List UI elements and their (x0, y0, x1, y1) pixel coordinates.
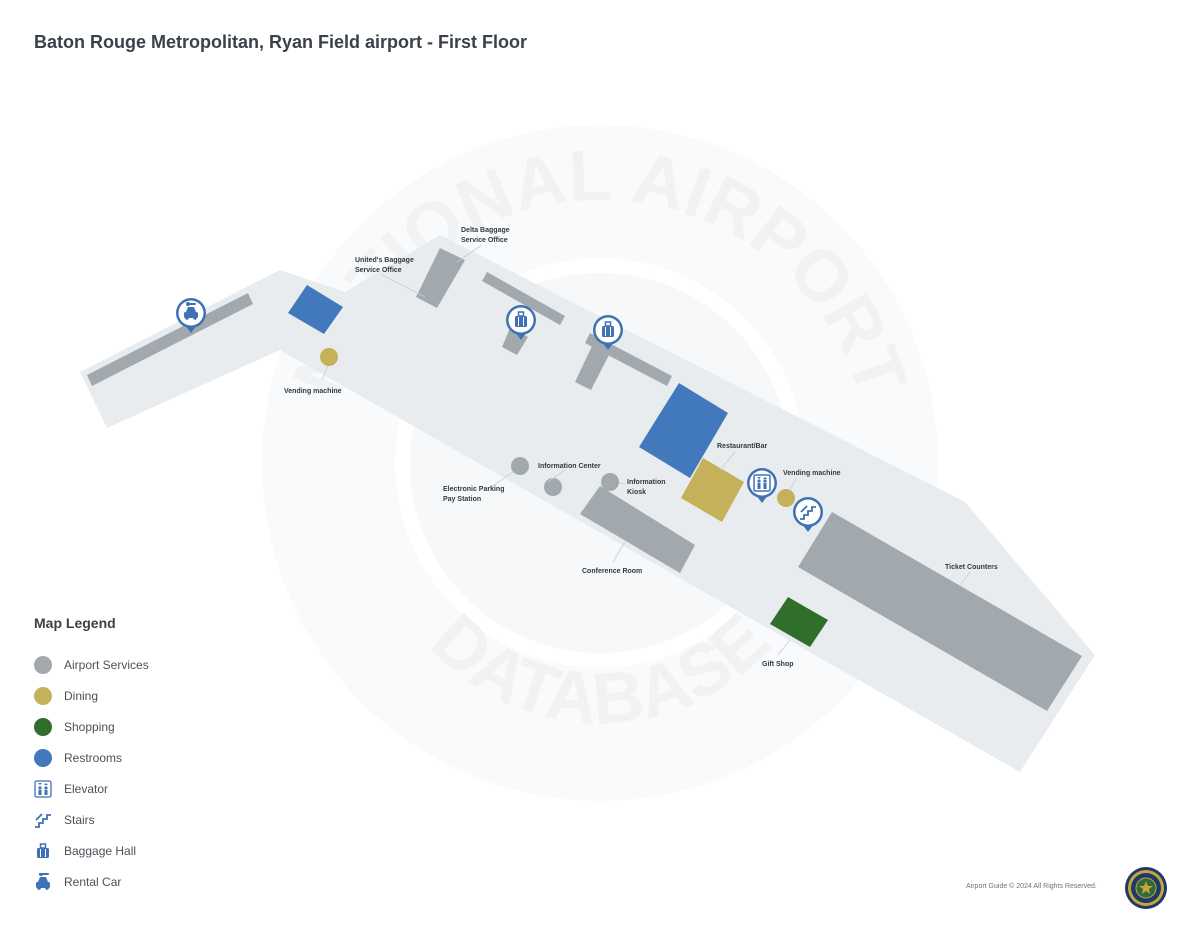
gold-dot-icon (34, 686, 52, 705)
legend-item-airport-services: Airport Services (34, 649, 149, 680)
legend-label: Elevator (64, 781, 109, 796)
label-vending-machine-west: Vending machine (284, 388, 342, 395)
restaurant-bar (681, 458, 744, 522)
baggage-icon (515, 311, 527, 327)
rental-car-icon (184, 302, 198, 320)
label-information-kiosk: Information (627, 479, 666, 486)
legend-item-shopping: Shopping (34, 711, 149, 742)
label-delta-baggage-2: Service Office (461, 237, 508, 244)
label-united-baggage-2: Service Office (355, 267, 402, 274)
label-restaurant-bar: Restaurant/Bar (717, 443, 767, 450)
information-center (511, 457, 529, 475)
airport-services-areas (87, 248, 1082, 711)
map-labels: Delta Baggage Service Office United's Ba… (284, 227, 998, 668)
legend-item-elevator: Elevator (34, 773, 149, 804)
delta-baggage-office (416, 248, 465, 308)
gift-shop (770, 597, 828, 647)
vending-machine-west (320, 348, 338, 366)
legend-item-restrooms: Restrooms (34, 742, 149, 773)
map-legend: Map Legend Airport Services Dining Shopp… (34, 615, 149, 897)
label-information-kiosk-2: Kiosk (627, 489, 646, 496)
gray-dot-icon (34, 655, 52, 674)
legend-item-rental-car: Rental Car (34, 866, 149, 897)
information-kiosk (601, 473, 619, 491)
label-delta-baggage: Delta Baggage (461, 227, 510, 234)
restroom-east (639, 383, 728, 478)
legend-label: Stairs (64, 812, 95, 827)
page-title: Baton Rouge Metropolitan, Ryan Field air… (34, 32, 528, 52)
green-dot-icon (34, 717, 52, 736)
baggage-hall-pin-2[interactable] (593, 315, 623, 350)
leader-lines (321, 244, 971, 656)
legend-item-dining: Dining (34, 680, 149, 711)
baggage-hall-pin-1[interactable] (506, 305, 536, 340)
label-united-baggage: United's Baggage (355, 257, 414, 264)
shopping-areas (770, 597, 828, 647)
electronic-parking-pay-station (544, 478, 562, 496)
baggage-carousel-1-belt (482, 272, 565, 325)
label-vending-machine-east: Vending machine (783, 470, 841, 477)
legend-label: Baggage Hall (64, 843, 137, 858)
label-parking-pay-2: Pay Station (443, 496, 481, 503)
legend-label: Dining (64, 688, 99, 703)
elevator-icon (34, 779, 52, 798)
label-information-center: Information Center (538, 463, 601, 470)
legend-item-stairs: Stairs (34, 804, 149, 835)
stairs-icon (800, 505, 816, 520)
restroom-areas (288, 285, 728, 478)
baggage-icon (602, 321, 614, 337)
copyright-footer: Airport Guide © 2024 All Rights Reserved… (966, 883, 1097, 890)
stairs-icon (35, 812, 51, 828)
legend-label: Shopping (64, 719, 115, 734)
rental-car-pin[interactable] (176, 298, 206, 333)
conference-room (580, 486, 695, 573)
dining-areas (320, 348, 795, 522)
vending-machine-east (777, 489, 795, 507)
label-conference-room: Conference Room (582, 568, 642, 575)
airport-database-seal-logo (1125, 867, 1167, 909)
rental-car-icon (36, 872, 50, 890)
legend-label: Rental Car (64, 874, 122, 889)
elevator-icon (753, 474, 771, 492)
label-ticket-counters: Ticket Counters (945, 564, 998, 571)
ticket-counters (798, 512, 1082, 711)
stairs-pin[interactable] (793, 497, 823, 532)
baggage-carousel-2-stem (575, 346, 609, 390)
legend-label: Airport Services (64, 657, 149, 672)
label-parking-pay: Electronic Parking (443, 486, 504, 493)
restroom-west (288, 285, 343, 334)
legend-item-baggage-hall: Baggage Hall (34, 835, 149, 866)
baggage-icon (37, 842, 49, 858)
legend-title: Map Legend (34, 615, 116, 631)
label-gift-shop: Gift Shop (762, 661, 794, 668)
blue-dot-icon (34, 748, 52, 767)
rental-car-counter (87, 293, 253, 386)
elevator-pin[interactable] (747, 468, 777, 503)
legend-label: Restrooms (64, 750, 123, 765)
